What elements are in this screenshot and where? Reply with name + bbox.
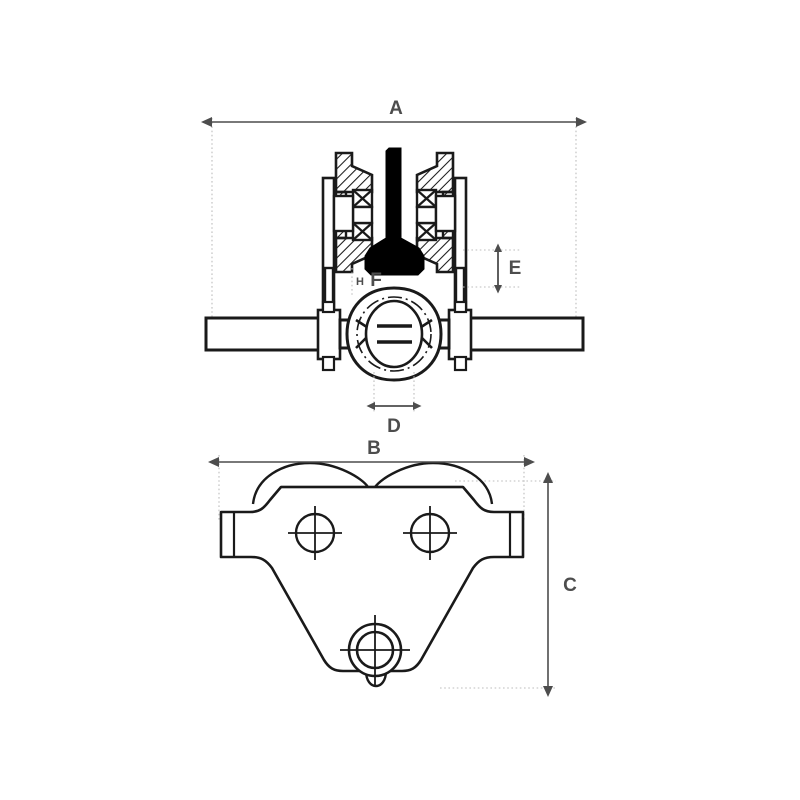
i-beam-profile (364, 147, 425, 276)
left-wheel-section (332, 151, 374, 274)
dimension-f-flange-width: F (351, 268, 382, 296)
right-bearing (415, 188, 438, 242)
dimension-e-label: E (509, 258, 522, 279)
dimension-e-flange-clearance: E (463, 243, 522, 294)
center-suspension-bore (340, 615, 410, 685)
load-bar-assembly (204, 300, 585, 372)
dimension-c-label: C (563, 575, 577, 596)
hook-eye-assembly (345, 286, 443, 382)
right-load-bar (464, 316, 585, 352)
trolley-wheel-assembly (321, 147, 468, 319)
right-wheel-section (415, 151, 457, 274)
right-nut-block (447, 300, 473, 372)
hook-eye-bore (364, 299, 424, 369)
i-beam-rail (364, 147, 425, 276)
hook-eye-centerline-circle (356, 296, 432, 372)
front-elevation-view: A E F H D (201, 98, 587, 437)
right-axle-stub (434, 194, 457, 233)
extension-lines-side (218, 455, 556, 689)
dimension-h-marker: H (356, 276, 364, 288)
left-bearing (351, 188, 374, 242)
left-load-bar (204, 316, 325, 352)
dimension-f-label: F (370, 270, 382, 291)
extension-lines-front (211, 118, 577, 330)
dimension-h-label: H (356, 276, 364, 288)
dimension-d-label: D (387, 416, 401, 437)
upper-bolt-hole-left (288, 506, 342, 560)
dimension-b-label: B (367, 438, 381, 459)
dimension-b-overall-length: B (208, 438, 535, 467)
dimension-d-hook-eye-width: D (366, 372, 422, 437)
side-end-view: B C (208, 438, 577, 697)
dimension-a-label: A (389, 98, 403, 119)
left-nut-block (316, 300, 342, 372)
left-axle-stub (332, 194, 355, 233)
upper-bolt-hole-right (403, 506, 457, 560)
dimension-c-overall-height: C (543, 472, 577, 697)
dimension-a-overall-width: A (201, 98, 587, 127)
